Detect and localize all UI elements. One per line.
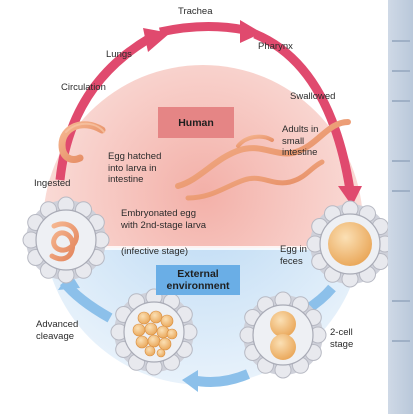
label-circulation: Circulation [61,82,106,93]
arrowhead-to-egg-feces [338,186,362,206]
label-egg-hatched-line3: intestine [108,174,144,185]
label-adults: Adults in small intestine [282,124,318,159]
label-infective-stage: (infective stage) [121,246,189,257]
label-embryonated-line1: Embryonated egg [121,208,196,219]
human-zone [43,65,363,248]
facing-page-edge [388,0,413,414]
label-pharynx: Pharynx [258,41,293,52]
label-egg-hatched-line2: into larva in [108,162,157,174]
label-egg-hatched: Egg hatched into larva in intestine [108,151,161,186]
label-egg-in-feces-line1: Egg in [280,244,307,255]
human-arrowheads [143,20,362,206]
label-advanced-cleavage-line2: cleavage [36,330,75,342]
label-advanced-cleavage: Advanced cleavage [36,319,78,342]
human-zone-label: Human [158,107,234,138]
egg-advanced-cleavage [110,288,198,376]
label-embryonated-line2: with 2nd-stage larva [121,219,207,231]
label-lungs: Lungs [106,49,132,60]
arc-lungs-to-trachea [159,21,246,37]
label-adults-line2: small [282,135,305,147]
external-label-line2: environment [166,280,230,292]
arrowhead-to-trachea [143,28,170,52]
label-egg-hatched-line1: Egg hatched [108,151,162,162]
label-two-cell-line1: 2-cell [330,327,353,338]
egg-embryonated [22,196,110,284]
external-zone-label: External environment [156,265,240,295]
label-two-cell-stage: 2-cell stage [330,327,353,350]
label-two-cell-line2: stage [330,338,354,350]
larva-worm [58,121,106,163]
external-label-line1: External [177,268,219,280]
human-label-text: Human [178,116,214,129]
label-ingested: Ingested [34,178,71,189]
label-adults-line3: intestine [282,147,318,158]
egg-two-cell [239,291,327,379]
egg-in-feces [306,200,394,288]
label-egg-in-feces-line2: feces [280,255,303,267]
label-swallowed: Swallowed [290,91,336,102]
adult-worms [175,119,351,201]
label-adults-line1: Adults in [282,124,319,135]
arc-pharynx-to-adults [253,29,355,191]
label-advanced-cleavage-line1: Advanced [36,319,79,330]
label-trachea: Trachea [178,6,213,17]
label-embryonated: Embryonated egg with 2nd-stage larva [121,208,206,231]
arrowhead-to-pharynx [240,20,262,43]
label-egg-in-feces: Egg in feces [280,244,307,267]
